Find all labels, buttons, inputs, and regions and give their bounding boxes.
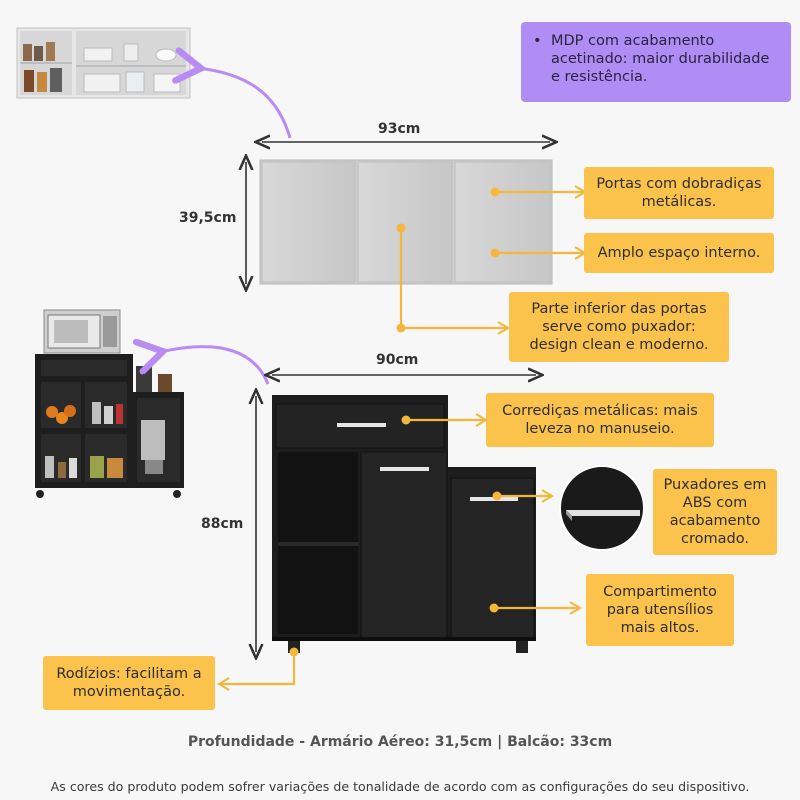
purple-arrow-top: [198, 68, 292, 139]
dim-label-wall-width: 93cm: [378, 121, 421, 137]
callout-line: para utensílios: [606, 602, 714, 618]
callout-line: leveza no manuseio.: [525, 421, 675, 437]
base-cabinet-thumbnail: [35, 309, 184, 498]
callout-line: Compartimento: [603, 584, 717, 600]
callout-abs-handles: Puxadores em ABS com acabamento cromado.: [653, 469, 777, 555]
callout-slides: Corrediças metálicas: mais leveza no man…: [486, 393, 714, 447]
callout-line: serve como puxador:: [542, 319, 696, 335]
callout-line: movimentação.: [72, 684, 186, 700]
callout-hinges: Portas com dobradiças metálicas.: [584, 167, 774, 219]
wall-cabinet-thumbnail: [16, 27, 191, 99]
color-disclaimer: As cores do produto podem sofrer variaçõ…: [50, 779, 750, 794]
bullet-icon: •: [533, 33, 542, 49]
material-feature-box: • MDP com acabamento acetinado: maior du…: [521, 22, 791, 102]
callout-space: Amplo espaço interno.: [584, 233, 774, 273]
depth-info: Profundidade - Armário Aéreo: 31,5cm | B…: [187, 734, 613, 750]
callout-casters: Rodízios: facilitam a movimentação.: [43, 656, 215, 710]
callout-line: Parte inferior das portas: [531, 301, 707, 317]
callout-line: Rodízios: facilitam a: [56, 666, 202, 682]
dim-label-wall-height: 39,5cm: [179, 210, 237, 226]
callout-line: Portas com dobradiças: [596, 176, 762, 192]
dim-label-base-height: 88cm: [201, 516, 244, 532]
feature-line: acetinado: maior durabilidade: [551, 51, 770, 67]
callout-handle-bottom: Parte inferior das portas serve como pux…: [509, 292, 729, 362]
callout-compartment: Compartimento para utensílios mais altos…: [586, 574, 734, 646]
wall-cabinet-drawing: [259, 159, 553, 285]
callout-line: cromado.: [681, 531, 749, 547]
callout-line: Amplo espaço interno.: [597, 245, 761, 261]
callout-line: acabamento: [669, 513, 761, 529]
callout-line: Puxadores em: [663, 477, 767, 493]
base-cabinet-drawing: [272, 395, 536, 653]
callout-line: metálicas.: [641, 194, 717, 210]
callout-line: design clean e moderno.: [529, 337, 709, 353]
handle-detail-magnifier: [559, 465, 645, 551]
dim-label-base-width: 90cm: [376, 352, 419, 368]
callout-line: mais altos.: [620, 620, 700, 636]
purple-arrow-bottom: [160, 347, 270, 385]
callout-line: Corrediças metálicas: mais: [502, 403, 698, 419]
feature-line: MDP com acabamento: [551, 33, 715, 49]
callout-line: ABS com: [682, 495, 748, 511]
feature-line: e resistência.: [551, 69, 648, 85]
